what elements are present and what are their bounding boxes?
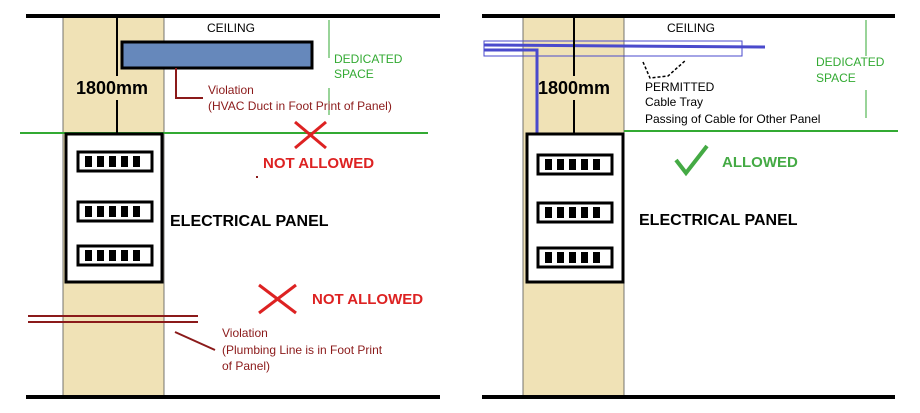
plumbing-violation-title: Violation [222,326,268,340]
permitted-leader [642,59,687,79]
plumbing-violation-leader [174,331,216,351]
cable-tray-label: Cable Tray [645,95,703,109]
right-panel-label: ELECTRICAL PANEL [639,212,798,229]
right-ceiling-label: CEILING [667,21,715,35]
right-dedicated-label-1: DEDICATED [816,55,885,69]
permitted-label: PERMITTED [645,80,715,94]
right-height-label: 1800mm [538,78,610,98]
left-not-allowed-label-1: NOT ALLOWED [263,155,374,172]
check-icon [674,144,709,177]
left-red-x-icon-1 [294,120,327,150]
allowed-label: ALLOWED [722,154,798,171]
right-diagram: CEILING DEDICATED SPACE 1800mm PERMITTED… [482,14,898,399]
passing-cable-label: Passing of Cable for Other Panel [645,112,820,126]
left-stray-dot [256,176,258,178]
left-ceiling-label: CEILING [207,21,255,35]
left-height-label: 1800mm [76,78,148,98]
hvac-violation-title: Violation [208,83,254,97]
hvac-violation-detail: (HVAC Duct in Foot Print of Panel) [208,99,392,113]
right-breaker-row-1 [536,153,614,176]
left-breaker-row-1 [76,150,154,173]
right-breaker-row-3 [536,246,614,269]
left-diagram: CEILING DEDICATED SPACE 1800mm Violation… [20,14,440,399]
left-not-allowed-label-2: NOT ALLOWED [312,291,423,308]
plumbing-violation-line-2: of Panel) [222,359,270,373]
left-dedicated-label-2: SPACE [334,67,374,81]
plumbing-line [28,315,198,323]
plumbing-violation-line-1: (Plumbing Line is in Foot Print [222,343,383,357]
panel-cable [484,48,539,136]
hvac-violation-leader [175,68,203,99]
left-breaker-row-3 [76,244,154,267]
right-breaker-row-2 [536,201,614,224]
left-dedicated-label-1: DEDICATED [334,52,403,66]
right-dedicated-label-2: SPACE [816,71,856,85]
left-panel-label: ELECTRICAL PANEL [170,213,329,230]
hvac-duct [120,40,314,70]
passing-cable [483,43,766,49]
left-red-x-icon-2 [258,283,297,315]
left-breaker-row-2 [76,200,154,223]
